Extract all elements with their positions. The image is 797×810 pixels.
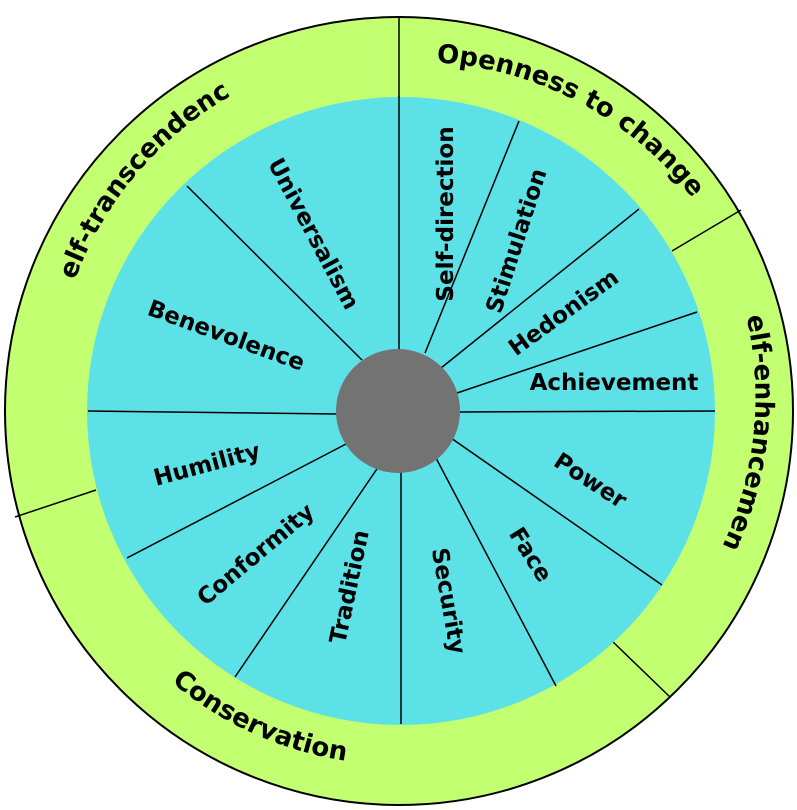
spoke-8 — [234, 462, 382, 678]
spoke-1 — [424, 120, 520, 354]
spoke-3 — [456, 311, 698, 394]
outer-divider-bottom-right — [610, 639, 671, 698]
spoke-11 — [186, 185, 363, 361]
segment-label-self-direction: Self-direction — [433, 126, 459, 301]
spoke-9 — [126, 442, 349, 559]
outer-divider-right — [671, 209, 742, 252]
spoke-5 — [450, 437, 663, 586]
spoke-10 — [87, 410, 339, 415]
spoke-6 — [435, 457, 557, 687]
outer-divider-left — [14, 489, 97, 518]
center-hub — [336, 349, 460, 473]
segment-label-achievement: Achievement — [530, 370, 699, 396]
spoke-2 — [440, 208, 640, 369]
spoke-4 — [459, 410, 716, 413]
